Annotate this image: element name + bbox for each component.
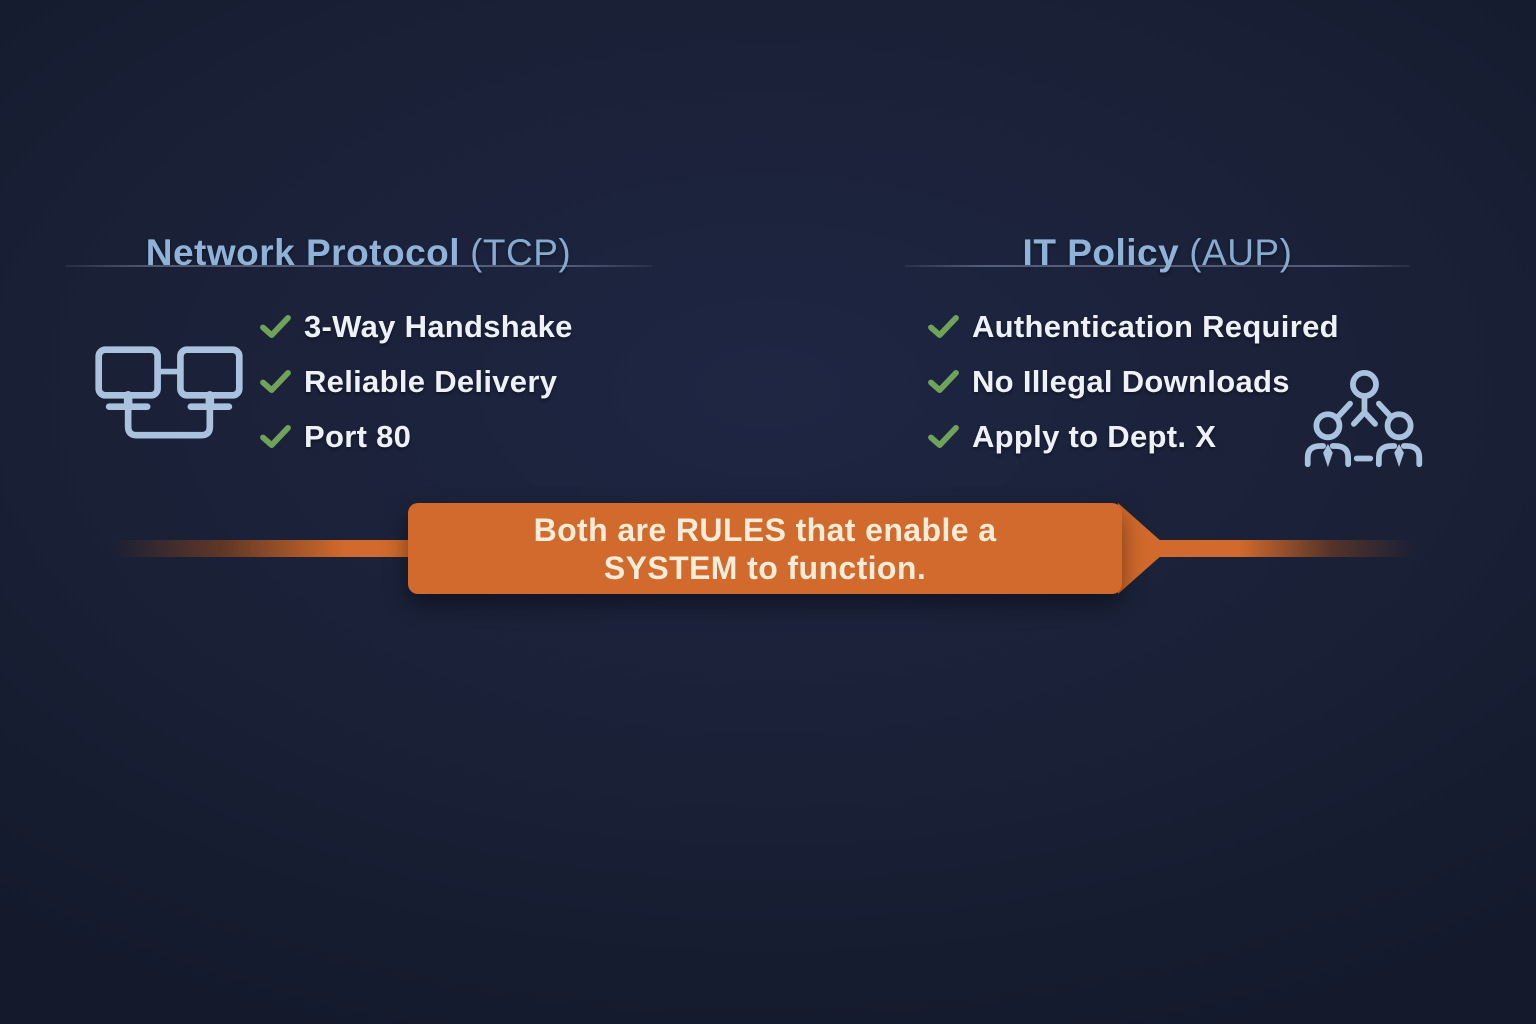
employee-right-head: [1384, 411, 1414, 441]
banner-ribbon-right: [1158, 540, 1426, 557]
employee-right-shoulder-l: [1376, 443, 1398, 468]
checklist-item-label: 3-Way Handshake: [304, 308, 573, 344]
banner-ribbon-left: [112, 540, 410, 557]
checklist-item: Port 80: [260, 409, 573, 464]
network-cable-path: [124, 405, 214, 439]
check-icon: [928, 314, 959, 339]
left-panel-title-suffix: (TCP): [470, 231, 572, 273]
check-icon: [260, 369, 291, 394]
monitor-left: [95, 346, 161, 399]
checklist-item: Authentication Required: [928, 299, 1339, 354]
employee-right-shoulder-r: [1401, 443, 1423, 468]
right-panel-title-main: IT Policy: [1022, 231, 1180, 273]
employee-right-tie: [1394, 444, 1404, 468]
employee-left-tie: [1323, 444, 1333, 468]
check-icon: [260, 314, 291, 339]
banner-text-line2: SYSTEM to function.: [603, 549, 927, 586]
check-icon: [260, 424, 291, 449]
checklist-item: Apply to Dept. X: [928, 409, 1339, 464]
check-icon: [928, 424, 959, 449]
org-line-left: [1335, 400, 1353, 420]
monitor-right: [177, 346, 243, 399]
org-line-center: [1351, 395, 1378, 427]
checklist-item-label: Port 80: [304, 418, 412, 454]
checklist-item: 3-Way Handshake: [260, 299, 573, 354]
employee-left-shoulder-l: [1304, 443, 1326, 468]
networked-computers-icon: [95, 346, 243, 439]
checklist-item-label: Authentication Required: [972, 308, 1339, 344]
left-panel-title-main: Network Protocol: [145, 231, 461, 273]
left-title-divider: [65, 265, 652, 267]
right-panel-title-suffix: (AUP): [1189, 231, 1293, 273]
checklist-item: No Illegal Downloads: [928, 354, 1339, 409]
check-icon: [928, 369, 959, 394]
org-line-right: [1376, 400, 1394, 420]
right-title-divider: [905, 265, 1410, 267]
right-checklist: Authentication Required No Illegal Downl…: [928, 299, 1339, 464]
left-panel-title: Network Protocol(TCP): [65, 229, 652, 277]
checklist-item: Reliable Delivery: [260, 354, 573, 409]
banner-text-line1: Both are RULES that enable a: [533, 511, 997, 548]
employee-left-shoulder-r: [1329, 443, 1351, 468]
right-panel-title: IT Policy(AUP): [905, 229, 1410, 277]
manager-head: [1350, 370, 1379, 399]
conclusion-banner: Both are RULES that enable a SYSTEM to f…: [408, 503, 1122, 594]
team-org-icon: [1304, 370, 1423, 468]
checklist-item-label: No Illegal Downloads: [972, 363, 1290, 399]
employee-left-head: [1313, 411, 1343, 441]
checklist-item-label: Reliable Delivery: [304, 363, 558, 399]
checklist-item-label: Apply to Dept. X: [972, 418, 1217, 454]
banner-arrow-taper: [1118, 503, 1160, 594]
left-checklist: 3-Way Handshake Reliable Delivery Port 8…: [260, 299, 573, 464]
